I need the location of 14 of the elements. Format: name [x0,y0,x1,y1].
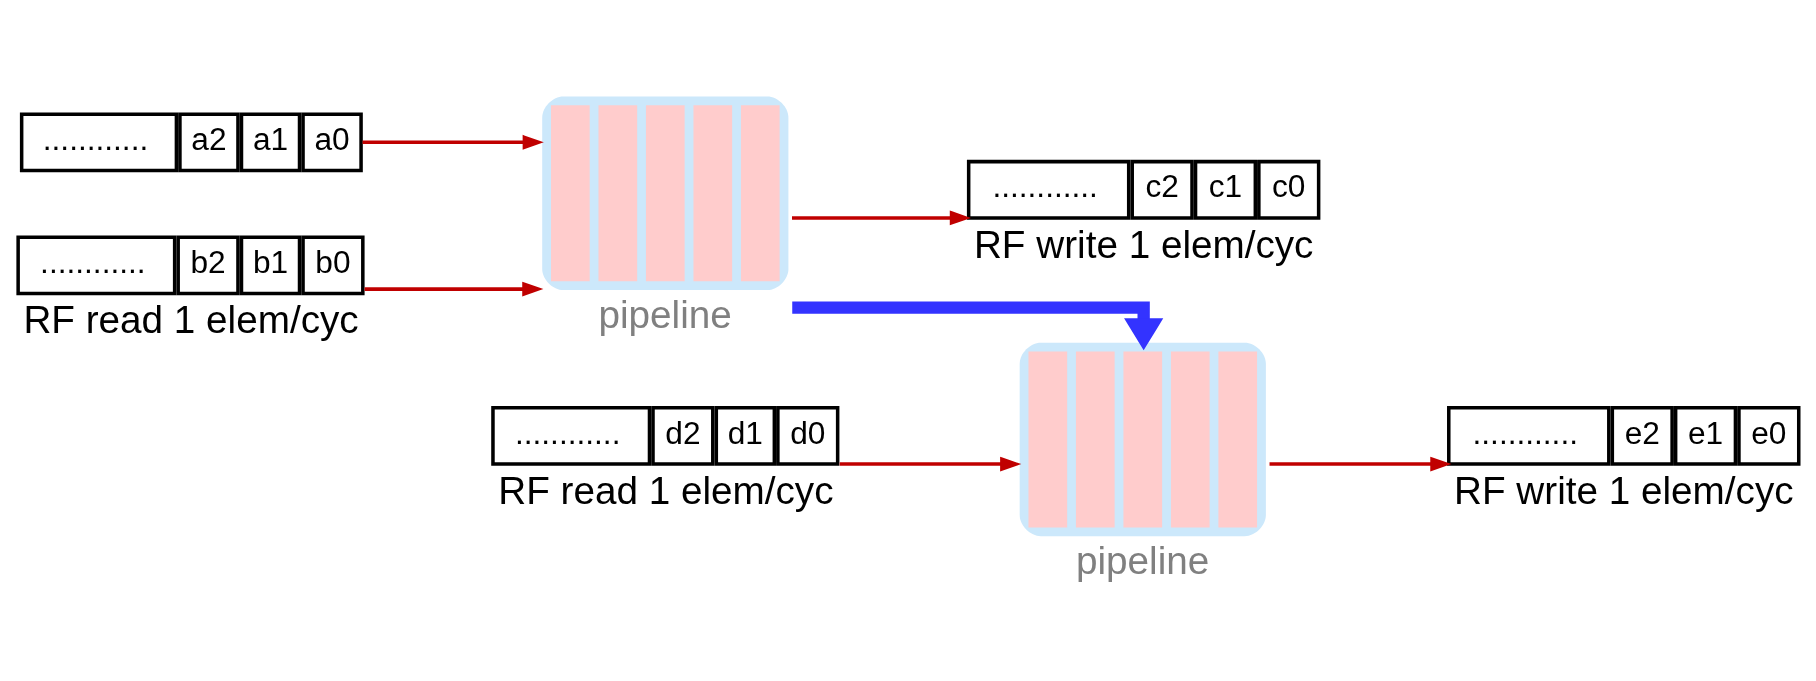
arrow [1269,456,1452,471]
arrow [792,300,1164,350]
arrow [364,281,544,296]
node-box [1019,342,1266,536]
arrow [792,210,971,225]
node-label: RF write 1 elem/cyc [1454,468,1794,512]
arrow [839,456,1022,471]
node-box [542,96,789,290]
node-label: RF read 1 elem/cyc [498,468,834,512]
arrow [362,134,544,150]
node-label: RF write 1 elem/cyc [973,222,1314,266]
node-label: pipeline [1075,538,1210,582]
node-label: pipeline [598,292,732,336]
node-label: RF read 1 elem/cyc [23,297,359,341]
